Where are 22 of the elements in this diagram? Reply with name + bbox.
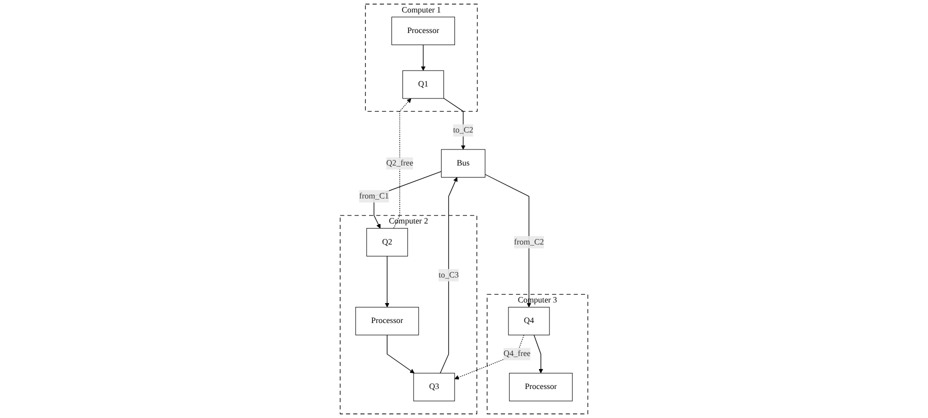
- edge-label: to_C2: [453, 126, 474, 135]
- edge-label: Q2_free: [386, 158, 414, 168]
- node-box: Q1: [402, 70, 444, 99]
- node-box: Bus: [441, 149, 486, 178]
- arrow: [440, 177, 458, 374]
- arrow: [484, 174, 532, 308]
- node-box: Processor: [355, 306, 419, 336]
- node-box: Q4: [508, 306, 550, 336]
- arrow: [393, 98, 412, 229]
- node-box: Q2: [366, 228, 408, 256]
- edge-label: to_C3: [438, 270, 459, 280]
- node-box: Processor: [391, 16, 455, 46]
- edge-label: Q4_free: [504, 349, 531, 358]
- edge-label: from_C2: [514, 238, 544, 246]
- arrow: [420, 44, 426, 71]
- arrow: [534, 334, 544, 374]
- edge-label: from_C1: [359, 192, 389, 200]
- node-box: Processor: [509, 372, 573, 402]
- arrow: [386, 334, 414, 374]
- arrow: [443, 98, 466, 150]
- node-box: Q3: [413, 372, 455, 402]
- arrow: [384, 256, 390, 308]
